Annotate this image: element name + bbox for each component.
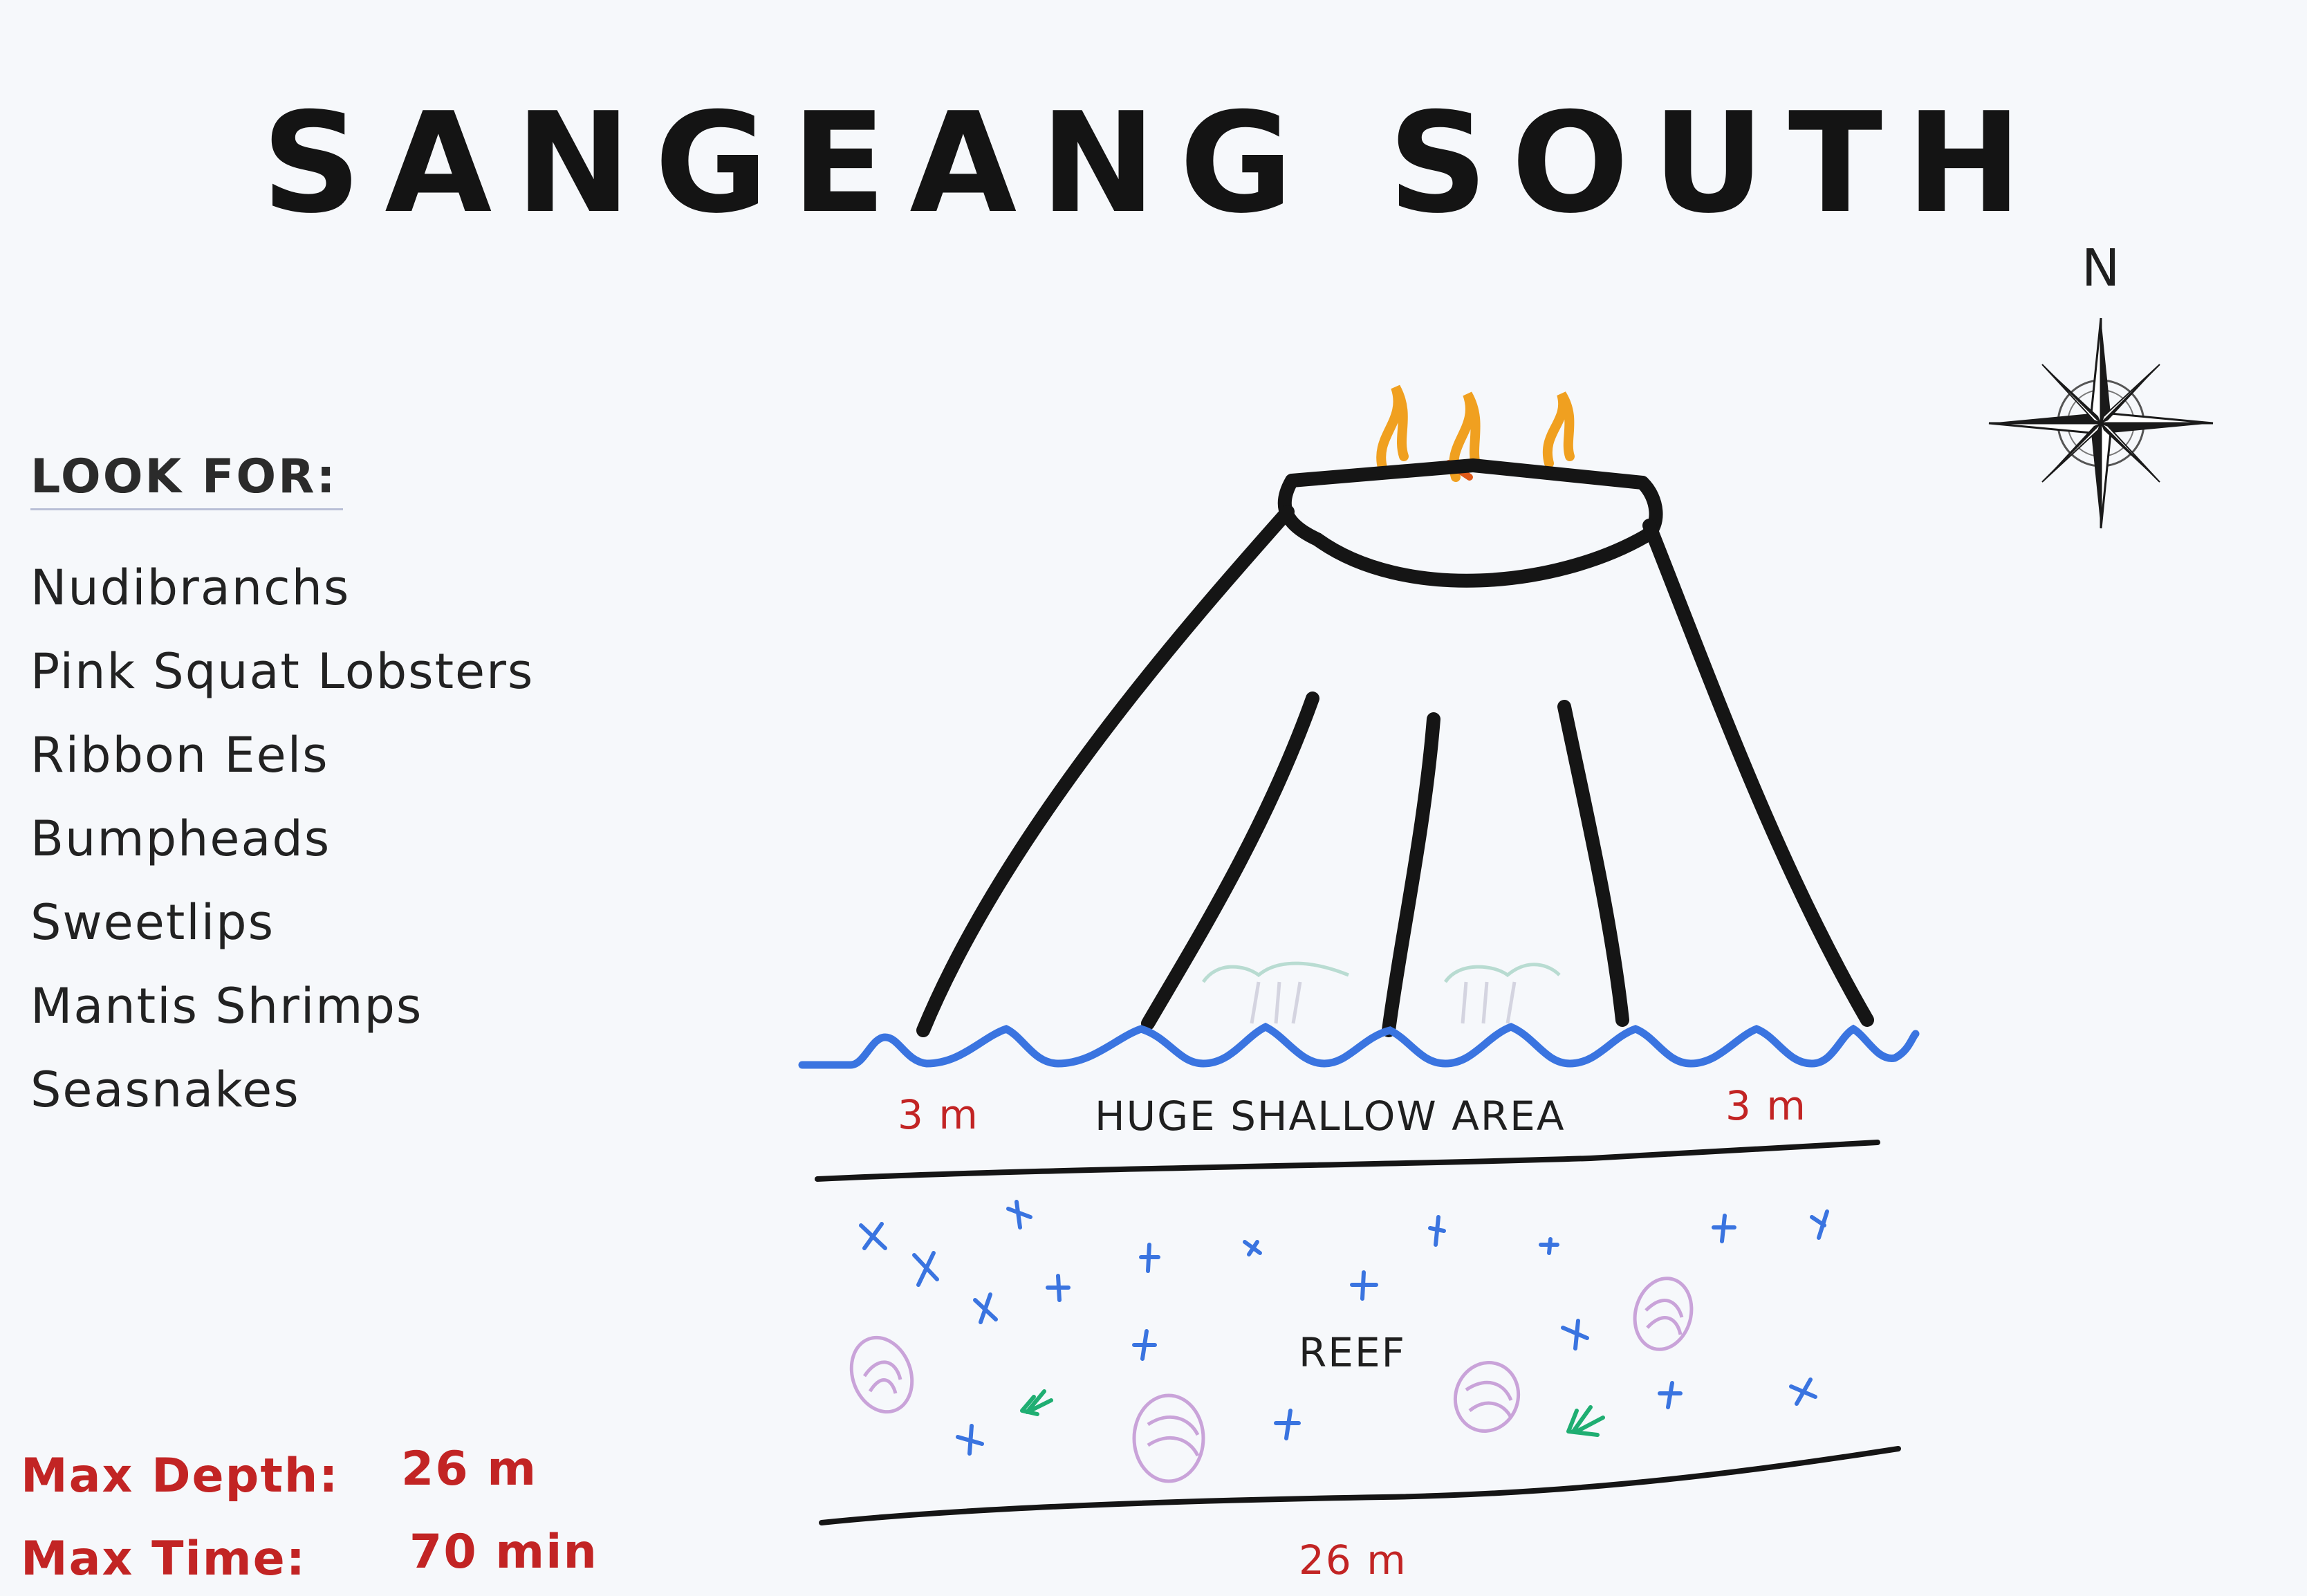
look-for-item: Nudibranchs (30, 559, 351, 616)
shallow-depth-left: 3 m (898, 1091, 979, 1138)
look-for-heading: LOOK FOR: (30, 449, 337, 504)
reef-bottom-depth: 26 m (1299, 1537, 1407, 1584)
max-time-value: 70 min (409, 1525, 598, 1579)
reef-label: REEF (1299, 1329, 1406, 1376)
reef-coral-markers (859, 1200, 1829, 1456)
shallow-area-boundary-line (815, 1140, 1880, 1182)
compass-icon (1988, 317, 2214, 529)
green-coral-sketch (1020, 1389, 1605, 1437)
max-time-label: Max Time: (21, 1532, 306, 1586)
look-for-item: Mantis Shrimps (30, 978, 423, 1034)
shallow-area-label: HUGE SHALLOW AREA (1095, 1093, 1566, 1140)
shallow-depth-right: 3 m (1725, 1082, 1807, 1129)
shallow-coral-sketch (1201, 961, 1561, 1024)
water-surface (798, 1022, 1920, 1069)
look-for-item: Bumpheads (30, 810, 331, 867)
look-for-underline (30, 508, 343, 510)
volcano (916, 458, 1874, 1037)
reef-bottom-line (819, 1446, 1901, 1525)
compass-north-label: N (2082, 239, 2120, 298)
look-for-list: Nudibranchs Pink Squat Lobsters Ribbon E… (30, 557, 534, 1142)
purple-coral-sketch (849, 1277, 1694, 1483)
look-for-item: Pink Squat Lobsters (30, 643, 535, 700)
look-for-item: Ribbon Eels (30, 727, 329, 783)
look-for-item: Seasnakes (30, 1061, 300, 1118)
page-title: SANGEANG SOUTH (261, 83, 2046, 244)
max-depth-value: 26 m (401, 1442, 538, 1496)
max-depth-label: Max Depth: (21, 1449, 340, 1503)
look-for-item: Sweetlips (30, 894, 275, 951)
